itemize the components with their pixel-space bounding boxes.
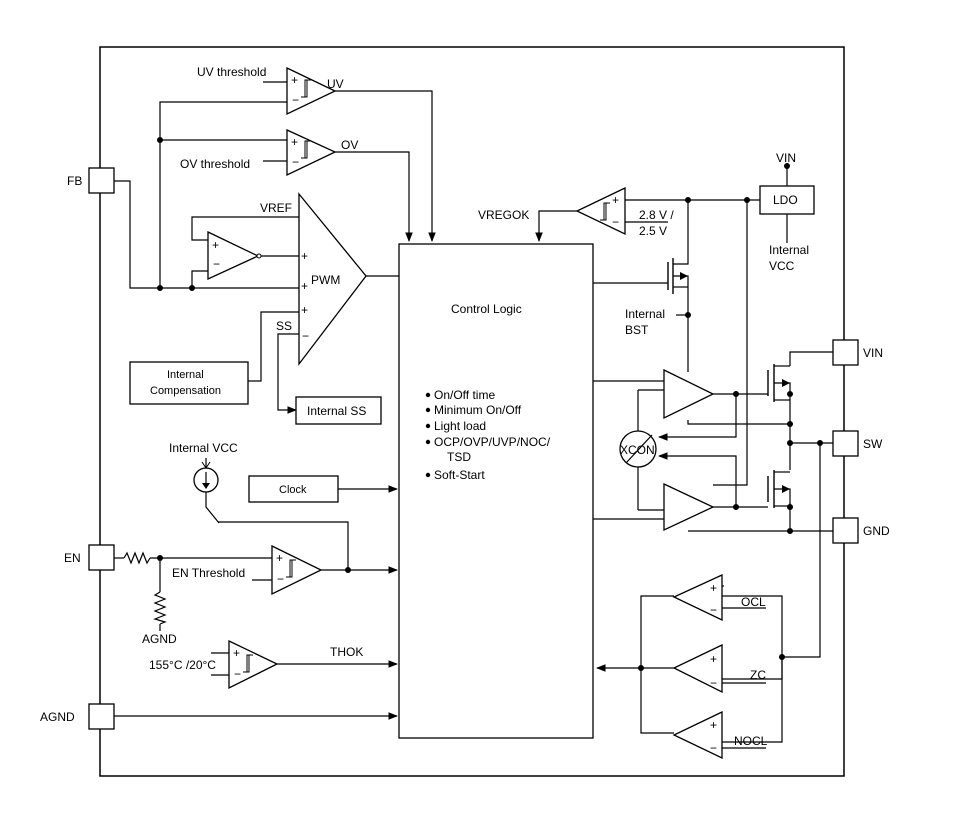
ldo-internal-label: Internal [769, 243, 809, 257]
control-logic-item: OCP/OVP/UVP/NOC/ [434, 435, 551, 449]
nocl-label: NOCL [734, 734, 768, 748]
xcon-block [619, 430, 657, 468]
svg-text:+: + [301, 279, 308, 293]
uv-label: UV [327, 77, 344, 91]
internal-compensation-line2: Compensation [150, 385, 221, 397]
internal-bst-line2: BST [625, 323, 649, 337]
internal-compensation-block [129, 361, 249, 405]
bst-switch [667, 258, 689, 294]
control-logic-item: On/Off time [434, 388, 495, 402]
svg-text:+: + [612, 193, 619, 207]
clock-block [248, 475, 339, 503]
ocl-label: OCL [741, 595, 766, 609]
ss-label: SS [276, 319, 292, 333]
svg-text:+: + [301, 249, 308, 263]
vin-pin-label: VIN [863, 346, 883, 360]
internal-bst-line1: Internal [625, 307, 665, 321]
svg-text:+: + [212, 238, 219, 252]
zc-comparator: + − [672, 643, 723, 694]
current-source [193, 458, 219, 493]
ldo-label: LDO [773, 193, 798, 207]
svg-text:−: − [234, 667, 241, 681]
svg-text:+: + [291, 135, 298, 149]
internal-compensation-line1: Internal [167, 369, 204, 381]
svg-text:+: + [301, 303, 308, 317]
en-threshold-label: EN Threshold [172, 566, 245, 580]
internal-ss-block [295, 396, 382, 425]
internal-ss-label: Internal SS [307, 404, 366, 418]
vregok-comparator: + − [575, 186, 626, 236]
vref-label: VREF [260, 201, 292, 215]
svg-text:−: − [710, 603, 717, 617]
pwm-comparator: + + + − [298, 192, 367, 366]
thermal-comparator: + − [228, 639, 279, 690]
ldo-vin-label: VIN [776, 151, 796, 165]
ov-threshold-label: OV threshold [180, 157, 250, 171]
high-side-driver [663, 368, 715, 420]
fb-pin-label: FB [67, 174, 82, 188]
svg-text:+: + [710, 652, 717, 666]
control-logic-item: Minimum On/Off [434, 403, 522, 417]
svg-text:+: + [276, 551, 283, 565]
svg-text:+: + [710, 718, 717, 732]
sw-pin-label: SW [863, 437, 883, 451]
svg-text:+: + [710, 581, 717, 595]
agnd-resistor-label: AGND [142, 632, 177, 646]
zc-label: ZC [750, 668, 766, 682]
control-logic-title: Control Logic [451, 302, 522, 316]
clock-label: Clock [279, 484, 307, 496]
high-side-mosfet [767, 364, 791, 402]
ov-comparator: + − [286, 128, 337, 177]
svg-text:+: + [233, 646, 240, 660]
vreg-threshold-line1: 2.8 V / [639, 208, 674, 222]
pwm-label: PWM [311, 273, 340, 287]
ocl-comparator: + − [672, 573, 723, 622]
uv-comparator: + − [286, 66, 337, 116]
agnd-resistor [153, 591, 167, 625]
svg-text:−: − [292, 93, 299, 107]
svg-text:−: − [213, 257, 220, 271]
wires [114, 81, 833, 749]
ldo-block [759, 185, 815, 215]
svg-text:−: − [302, 329, 309, 343]
temp-threshold-label: 155°C /20°C [149, 658, 216, 672]
en-pin-label: EN [64, 551, 81, 565]
control-logic-item: Light load [434, 419, 486, 433]
en-comparator: + − [271, 544, 323, 596]
thok-label: THOK [330, 645, 363, 659]
svg-text:−: − [612, 215, 619, 229]
ov-label: OV [341, 138, 358, 152]
svg-text:−: − [277, 572, 284, 586]
vregok-label: VREGOK [478, 208, 529, 222]
svg-text:−: − [292, 155, 299, 169]
gnd-pin-label: GND [863, 524, 890, 538]
internal-vcc-label: Internal VCC [169, 441, 238, 455]
error-amplifier: + − [207, 230, 262, 281]
pins [88, 167, 859, 730]
uv-threshold-label: UV threshold [197, 65, 266, 79]
junction-dots [157, 137, 823, 671]
svg-text:−: − [710, 741, 717, 755]
control-logic-block [398, 243, 594, 739]
agnd-pin-label: AGND [40, 710, 75, 724]
control-logic-item: Soft-Start [434, 468, 485, 482]
chip-outline [99, 46, 845, 777]
vreg-threshold-line2: 2.5 V [639, 224, 667, 238]
control-logic-item: TSD [447, 450, 471, 464]
low-side-driver [663, 482, 715, 532]
ldo-vcc-label: VCC [769, 259, 795, 273]
low-side-mosfet [767, 470, 791, 508]
control-logic-list: On/Off time Minimum On/Off Light load OC… [425, 388, 551, 482]
nocl-comparator: + − [672, 710, 723, 760]
svg-text:−: − [710, 676, 717, 690]
en-resistor [123, 551, 151, 565]
xcon-label: XCON [620, 443, 655, 457]
svg-text:+: + [291, 73, 298, 87]
